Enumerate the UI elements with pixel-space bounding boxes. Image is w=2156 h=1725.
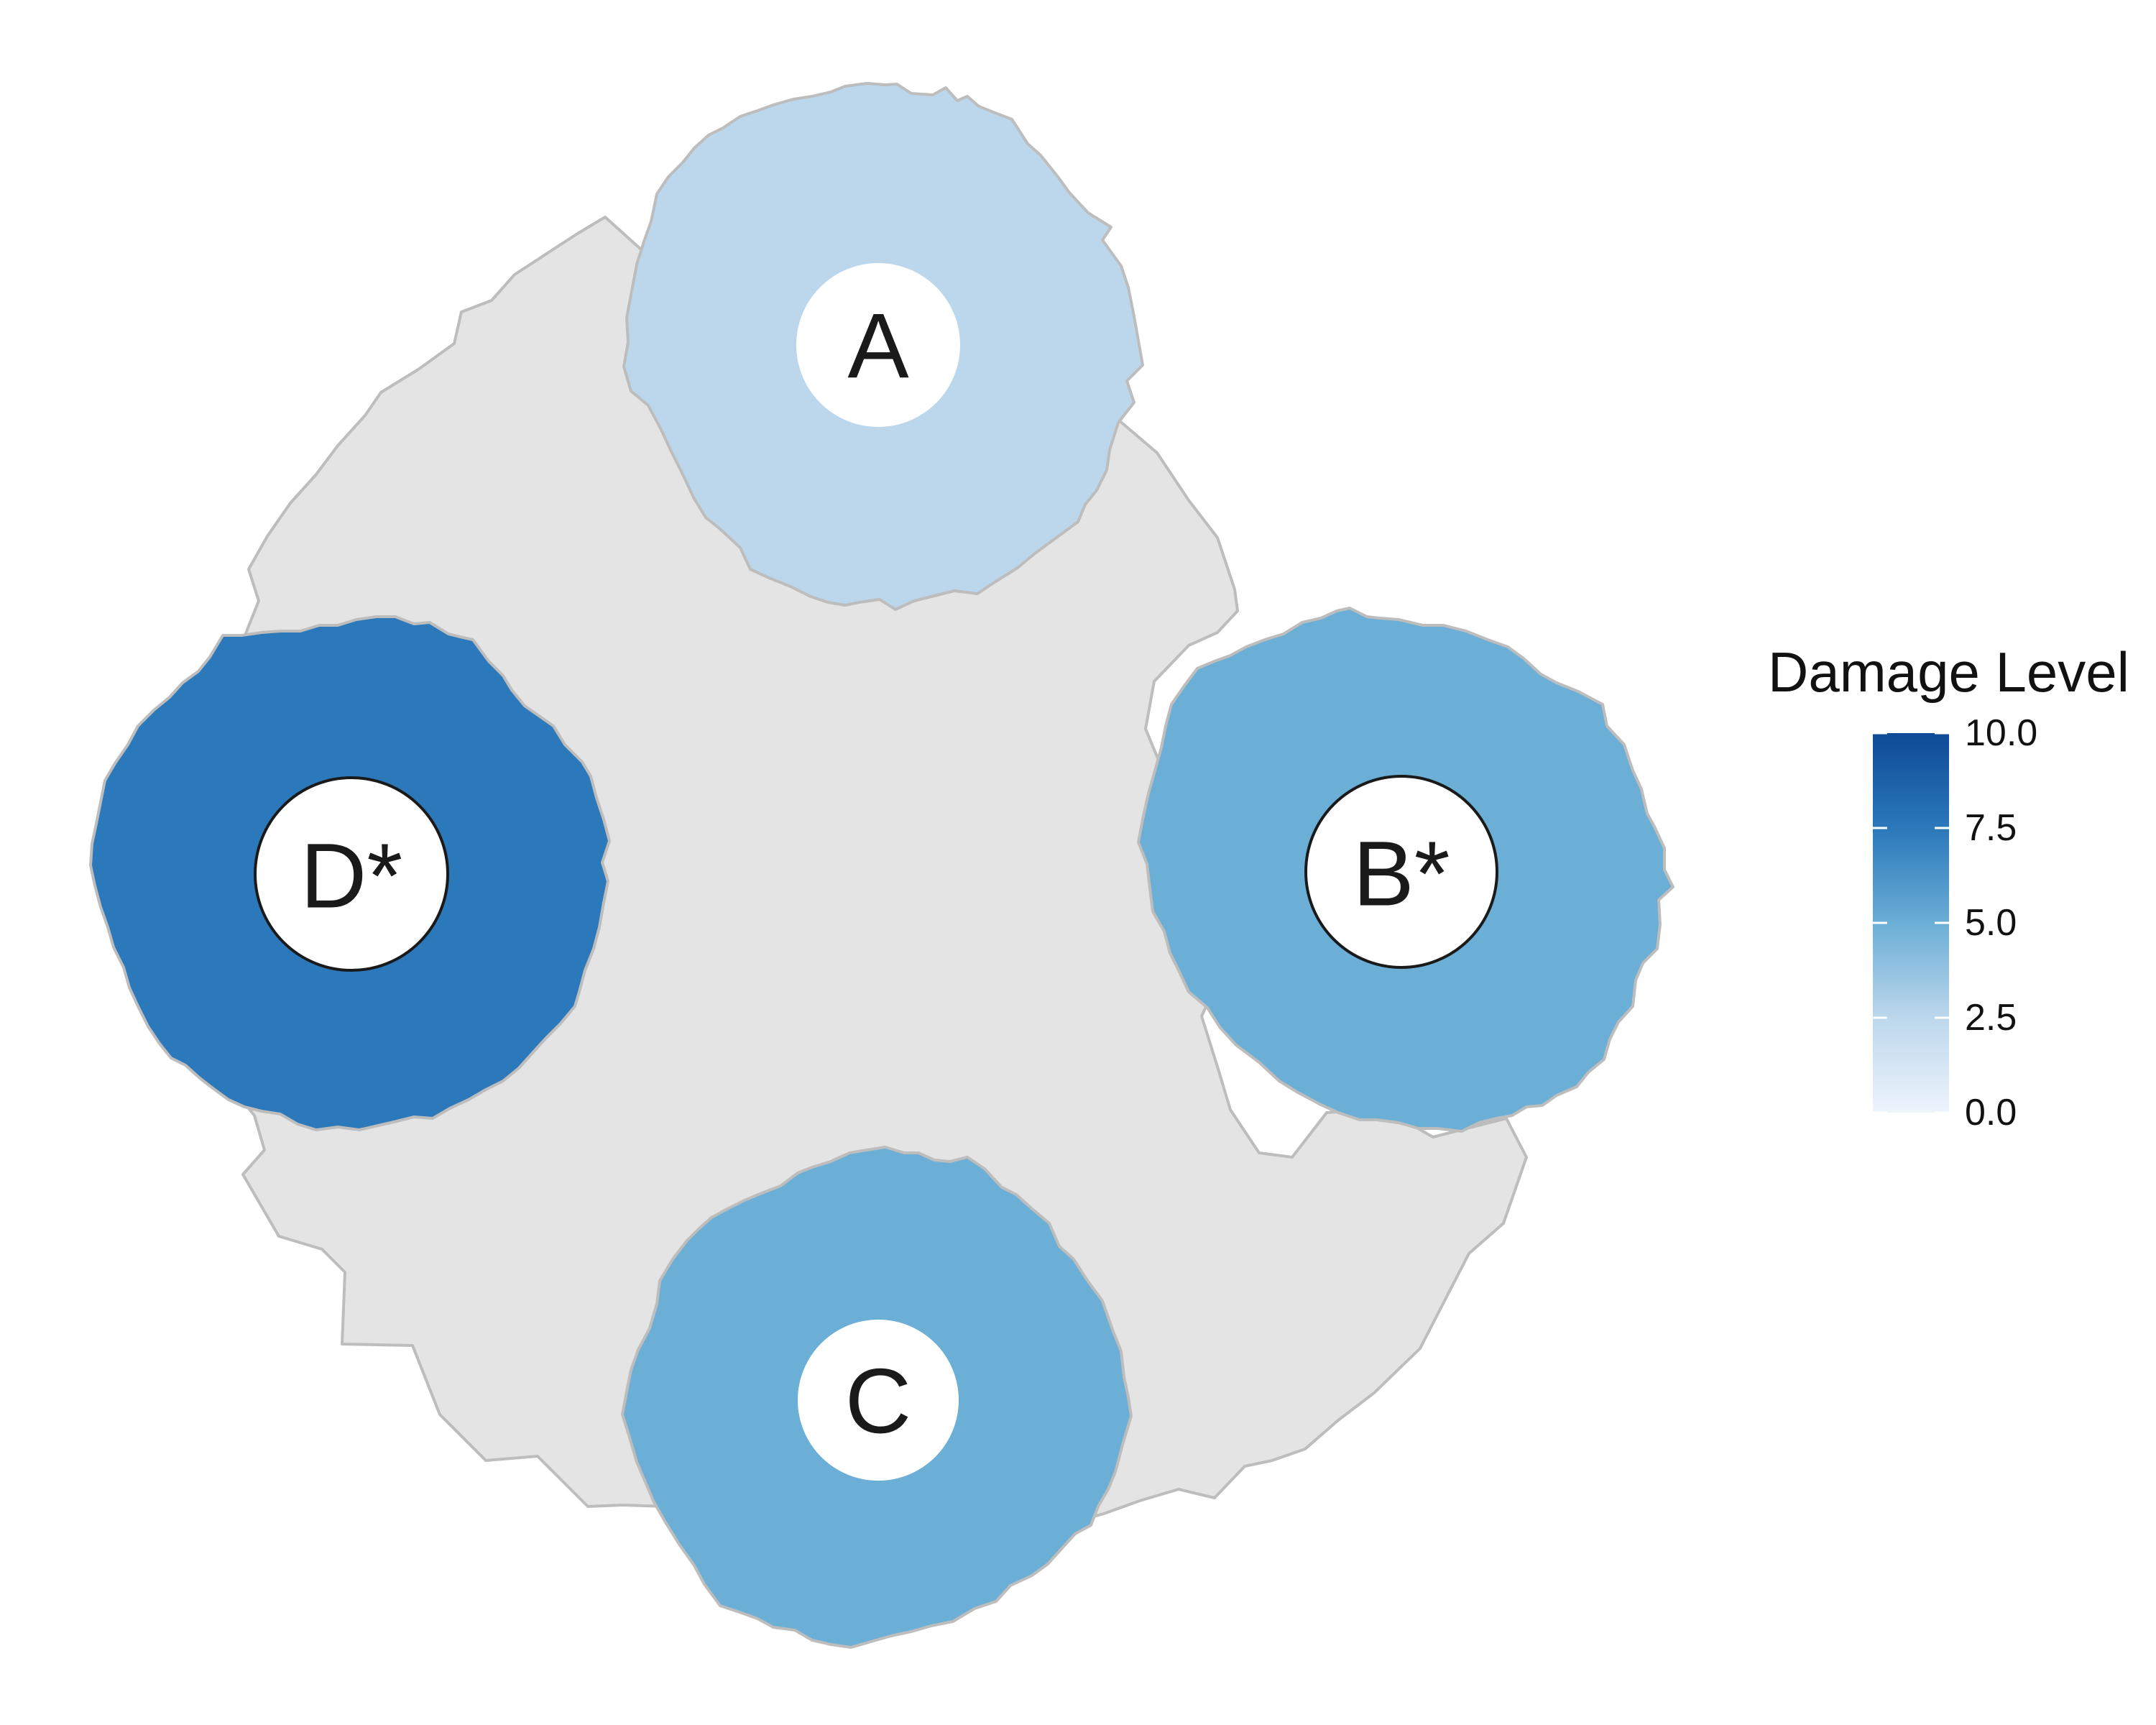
label-circle-b — [1304, 775, 1498, 969]
label-d: D* — [254, 776, 449, 972]
region-c-label: C — [845, 1351, 911, 1453]
label-c: C — [798, 1320, 959, 1481]
legend: Damage Level 0.0 2.5 5.0 7.5 10.0 — [1768, 640, 2129, 1133]
region-d-label: D* — [300, 825, 402, 928]
legend-tick-label: 10.0 — [1965, 712, 2037, 754]
label-a: A — [796, 263, 960, 427]
region-a-label: A — [847, 295, 909, 398]
legend-title: Damage Level — [1768, 640, 2129, 704]
label-b: B* — [1304, 775, 1498, 969]
legend-tick-label: 7.5 — [1965, 807, 2017, 849]
legend-tick-label: 0.0 — [1965, 1092, 2017, 1133]
label-circle-d — [254, 776, 449, 972]
region-b-label: B* — [1353, 823, 1450, 926]
label-circle-a — [796, 263, 960, 427]
legend-tick-label: 2.5 — [1965, 997, 2017, 1039]
legend-tick-label: 5.0 — [1965, 902, 2017, 944]
legend-ticks: 0.0 2.5 5.0 7.5 10.0 — [1873, 712, 2037, 1133]
label-circle-c — [798, 1320, 959, 1481]
